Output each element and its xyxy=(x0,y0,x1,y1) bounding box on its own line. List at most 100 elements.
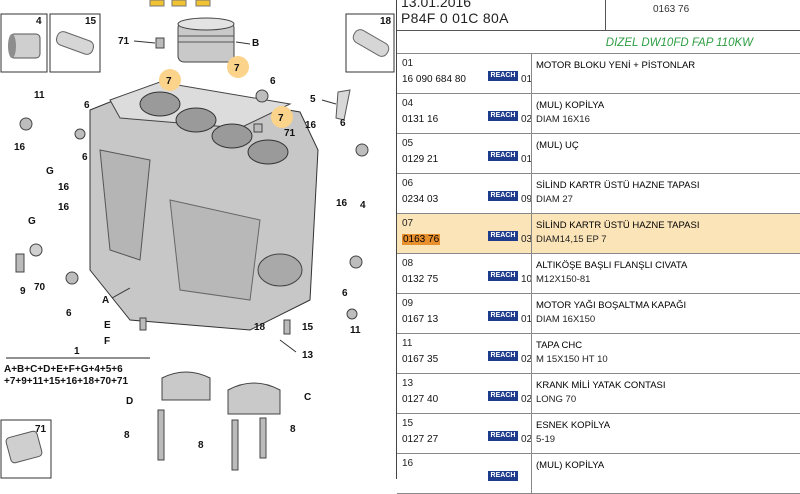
callout-70: 70 xyxy=(34,282,46,293)
part-index: 01 xyxy=(402,58,414,69)
part-reference[interactable]: 0127 27 xyxy=(402,434,439,445)
part-description: M12X150-81 xyxy=(536,274,591,285)
part-description: DIAM 16X16 xyxy=(536,114,590,125)
part-reference[interactable]: 0167 35 xyxy=(402,354,439,365)
engine-title: DIZEL DW10FD FAP 110KW xyxy=(605,37,753,49)
reach-badge: REACH xyxy=(488,71,518,81)
part-name: MOTOR BLOKU YENİ + PİSTONLAR xyxy=(536,60,696,71)
part-index: 08 xyxy=(402,258,414,269)
column-divider xyxy=(531,454,532,493)
inset-dowel-4[interactable] xyxy=(0,13,48,73)
inset-dowel-71[interactable] xyxy=(0,419,52,479)
part-index: 05 xyxy=(402,138,414,149)
callout-8-a: 8 xyxy=(124,430,130,441)
part-quantity: 01 xyxy=(521,74,533,85)
callout-8-b: 8 xyxy=(198,440,204,451)
reach-badge: REACH xyxy=(488,271,518,281)
callout-11-right: 11 xyxy=(350,325,361,336)
callout-1: 1 xyxy=(74,346,80,357)
callout-5: 5 xyxy=(310,94,316,105)
catalog-date: 13.01.2016 xyxy=(401,0,472,10)
engine-block-body xyxy=(89,81,319,331)
callout-e: E xyxy=(104,320,111,331)
inset-pin-15[interactable] xyxy=(49,13,101,73)
part-reference[interactable]: 16 090 684 80 xyxy=(402,74,466,85)
part-name: MOTOR YAĞI BOŞALTMA KAPAĞI xyxy=(536,300,687,311)
piston-illustration xyxy=(177,17,235,63)
engine-block-diagram: 4 15 18 71 B 71 7 7 7 xyxy=(0,0,395,479)
part-index: 04 xyxy=(402,98,414,109)
callout-16-left-a: 16 xyxy=(14,142,26,153)
callout-c: C xyxy=(304,392,311,403)
part-reference[interactable]: 0163 76 xyxy=(402,234,441,245)
formula-line-2: +7+9+11+15+16+18+70+71 xyxy=(4,376,128,387)
callout-18: 18 xyxy=(380,16,392,27)
reach-badge: REACH xyxy=(488,351,518,361)
part-description: 5-19 xyxy=(536,434,556,445)
callout-6-right-b: 6 xyxy=(342,288,348,299)
callout-16-left-c: 16 xyxy=(58,202,70,213)
part-description: M 15X150 HT 10 xyxy=(536,354,608,365)
reach-badge: REACH xyxy=(488,231,518,241)
callout-13: 13 xyxy=(302,350,314,361)
part-index: 07 xyxy=(402,218,414,229)
part-index: 06 xyxy=(402,178,414,189)
part-description: DIAM14,15 EP 7 xyxy=(536,234,607,245)
part-name: TAPA CHC xyxy=(536,340,583,351)
callout-d: D xyxy=(126,396,133,407)
callout-16-right: 16 xyxy=(305,120,317,131)
part-name: KRANK MİLİ YATAK CONTASI xyxy=(536,380,666,391)
part-quantity: 02 xyxy=(521,394,533,405)
callout-71-top: 71 xyxy=(118,36,130,47)
part-reference[interactable]: 0131 16 xyxy=(402,114,439,125)
part-index: 16 xyxy=(402,458,414,469)
part-description: DIAM 27 xyxy=(536,194,573,205)
column-divider xyxy=(531,414,532,453)
part-index: 13 xyxy=(402,378,414,389)
callout-f: F xyxy=(104,336,110,347)
model-code: P84F 0 01C 80A xyxy=(401,10,509,26)
part-quantity: 09 xyxy=(521,194,533,205)
part-description: DIAM 16X150 xyxy=(536,314,596,325)
part-reference[interactable]: 0234 03 xyxy=(402,194,439,205)
column-divider xyxy=(531,214,532,253)
part-name: (MUL) UÇ xyxy=(536,140,579,151)
selected-ref: 0163 76 xyxy=(653,4,690,15)
callout-71-right: 71 xyxy=(284,128,296,139)
part-name: (MUL) KOPİLYA xyxy=(536,460,605,471)
column-divider xyxy=(531,294,532,333)
callout-6-right-a: 6 xyxy=(340,118,346,129)
part-quantity: 03 xyxy=(521,234,533,245)
callout-7-c: 7 xyxy=(278,113,284,124)
part-reference[interactable]: 0132 75 xyxy=(402,274,439,285)
column-divider xyxy=(531,54,532,93)
part-quantity: 02 xyxy=(521,114,533,125)
inset-pin-18[interactable] xyxy=(345,13,395,73)
part-reference[interactable]: 0129 21 xyxy=(402,154,439,165)
part-quantity: 01 xyxy=(521,314,533,325)
reach-badge: REACH xyxy=(488,431,518,441)
callout-g-a: G xyxy=(46,166,54,177)
part-reference[interactable]: 0167 13 xyxy=(402,314,439,325)
callout-9: 9 xyxy=(20,286,26,297)
column-divider xyxy=(531,254,532,293)
part-index: 15 xyxy=(402,418,414,429)
part-reference[interactable]: 0127 40 xyxy=(402,394,439,405)
part-name: (MUL) KOPİLYA xyxy=(536,100,605,111)
reach-badge: REACH xyxy=(488,311,518,321)
callout-a: A xyxy=(102,295,109,306)
callout-15: 15 xyxy=(302,322,314,333)
reach-badge: REACH xyxy=(488,111,518,121)
callout-6-left-b: 6 xyxy=(82,152,88,163)
